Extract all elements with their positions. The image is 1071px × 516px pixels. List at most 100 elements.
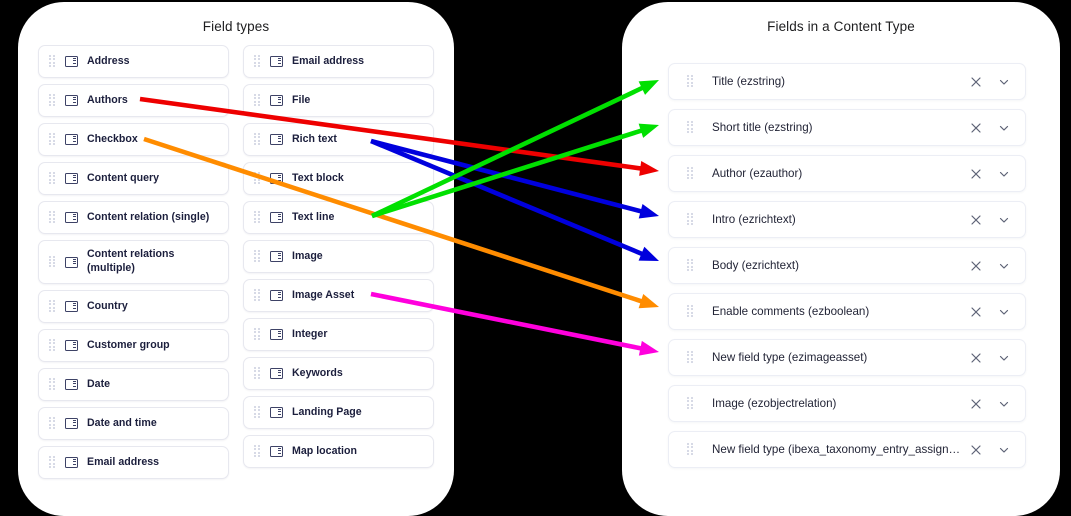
chevron-down-icon[interactable] <box>997 305 1011 319</box>
chevron-down-icon[interactable] <box>997 75 1011 89</box>
drag-handle-icon[interactable] <box>254 133 261 146</box>
drag-handle-icon[interactable] <box>687 213 694 226</box>
content-type-field-actions <box>969 167 1011 181</box>
content-type-field-row[interactable]: New field type (ezimageasset) <box>668 339 1026 376</box>
field-type-item[interactable]: Authors <box>38 84 229 117</box>
drag-handle-icon[interactable] <box>49 417 56 430</box>
field-type-item[interactable]: Image <box>243 240 434 273</box>
chevron-down-icon[interactable] <box>997 259 1011 273</box>
drag-handle-icon[interactable] <box>49 172 56 185</box>
drag-handle-icon[interactable] <box>49 339 56 352</box>
field-type-label: Image Asset <box>292 288 355 301</box>
field-type-item[interactable]: Image Asset <box>243 279 434 312</box>
chevron-down-icon[interactable] <box>997 213 1011 227</box>
chevron-down-icon[interactable] <box>997 397 1011 411</box>
field-type-item[interactable]: Integer <box>243 318 434 351</box>
content-type-field-row[interactable]: Enable comments (ezboolean) <box>668 293 1026 330</box>
field-type-label: Integer <box>292 327 328 340</box>
field-type-item[interactable]: Country <box>38 290 229 323</box>
content-type-field-row[interactable]: Title (ezstring) <box>668 63 1026 100</box>
field-type-icon <box>270 446 283 457</box>
content-type-field-row[interactable]: Intro (ezrichtext) <box>668 201 1026 238</box>
field-type-item[interactable]: Address <box>38 45 229 78</box>
close-icon[interactable] <box>969 443 983 457</box>
drag-handle-icon[interactable] <box>254 55 261 68</box>
content-type-field-row[interactable]: Short title (ezstring) <box>668 109 1026 146</box>
close-icon[interactable] <box>969 167 983 181</box>
field-type-item[interactable]: Email address <box>243 45 434 78</box>
content-type-field-row[interactable]: Image (ezobjectrelation) <box>668 385 1026 422</box>
content-type-field-actions <box>969 305 1011 319</box>
chevron-down-icon[interactable] <box>997 121 1011 135</box>
drag-handle-icon[interactable] <box>687 259 694 272</box>
drag-handle-icon[interactable] <box>49 211 56 224</box>
chevron-down-icon[interactable] <box>997 351 1011 365</box>
close-icon[interactable] <box>969 121 983 135</box>
close-icon[interactable] <box>969 351 983 365</box>
drag-handle-icon[interactable] <box>687 305 694 318</box>
drag-handle-icon[interactable] <box>49 300 56 313</box>
chevron-down-icon[interactable] <box>997 167 1011 181</box>
drag-handle-icon[interactable] <box>687 443 694 456</box>
field-type-icon <box>65 457 78 468</box>
field-type-item[interactable]: Rich text <box>243 123 434 156</box>
drag-handle-icon[interactable] <box>254 289 261 302</box>
drag-handle-icon[interactable] <box>254 172 261 185</box>
field-type-item[interactable]: Text line <box>243 201 434 234</box>
content-type-field-row[interactable]: Author (ezauthor) <box>668 155 1026 192</box>
field-type-item[interactable]: Keywords <box>243 357 434 390</box>
content-type-field-label: Author (ezauthor) <box>712 167 803 180</box>
drag-handle-icon[interactable] <box>49 55 56 68</box>
field-type-item[interactable]: File <box>243 84 434 117</box>
field-type-icon <box>65 95 78 106</box>
drag-handle-icon[interactable] <box>49 94 56 107</box>
field-type-item[interactable]: Date <box>38 368 229 401</box>
field-type-icon <box>65 301 78 312</box>
field-type-label: Rich text <box>292 132 337 145</box>
content-type-field-row[interactable]: New field type (ibexa_taxonomy_entry_ass… <box>668 431 1026 468</box>
field-types-title: Field types <box>202 19 270 34</box>
field-type-label: Date and time <box>87 416 157 429</box>
field-type-label: Keywords <box>292 366 343 379</box>
close-icon[interactable] <box>969 213 983 227</box>
field-type-label: Authors <box>87 93 128 106</box>
drag-handle-icon[interactable] <box>254 367 261 380</box>
field-type-item[interactable]: Content relations (multiple) <box>38 240 229 284</box>
drag-handle-icon[interactable] <box>49 378 56 391</box>
field-type-item[interactable]: Checkbox <box>38 123 229 156</box>
drag-handle-icon[interactable] <box>254 250 261 263</box>
drag-handle-icon[interactable] <box>254 94 261 107</box>
drag-handle-icon[interactable] <box>687 75 694 88</box>
field-type-item[interactable]: Content query <box>38 162 229 195</box>
field-type-item[interactable]: Landing Page <box>243 396 434 429</box>
field-type-item[interactable]: Map location <box>243 435 434 468</box>
chevron-down-icon[interactable] <box>997 443 1011 457</box>
drag-handle-icon[interactable] <box>49 255 56 269</box>
content-type-field-row[interactable]: Body (ezrichtext) <box>668 247 1026 284</box>
field-type-label: Text line <box>292 210 335 223</box>
close-icon[interactable] <box>969 259 983 273</box>
field-type-item[interactable]: Date and time <box>38 407 229 440</box>
drag-handle-icon[interactable] <box>687 351 694 364</box>
close-icon[interactable] <box>969 305 983 319</box>
drag-handle-icon[interactable] <box>49 456 56 469</box>
field-type-item[interactable]: Email address <box>38 446 229 479</box>
field-type-item[interactable]: Content relation (single) <box>38 201 229 234</box>
drag-handle-icon[interactable] <box>49 133 56 146</box>
content-type-field-actions <box>969 213 1011 227</box>
field-type-icon <box>65 134 78 145</box>
content-type-field-label: Enable comments (ezboolean) <box>712 305 870 318</box>
close-icon[interactable] <box>969 397 983 411</box>
field-type-item[interactable]: Customer group <box>38 329 229 362</box>
drag-handle-icon[interactable] <box>254 328 261 341</box>
field-type-item[interactable]: Text block <box>243 162 434 195</box>
drag-handle-icon[interactable] <box>254 406 261 419</box>
drag-handle-icon[interactable] <box>254 211 261 224</box>
drag-handle-icon[interactable] <box>687 121 694 134</box>
drag-handle-icon[interactable] <box>687 167 694 180</box>
drag-handle-icon[interactable] <box>254 445 261 458</box>
drag-handle-icon[interactable] <box>687 397 694 410</box>
field-type-icon <box>65 418 78 429</box>
close-icon[interactable] <box>969 75 983 89</box>
